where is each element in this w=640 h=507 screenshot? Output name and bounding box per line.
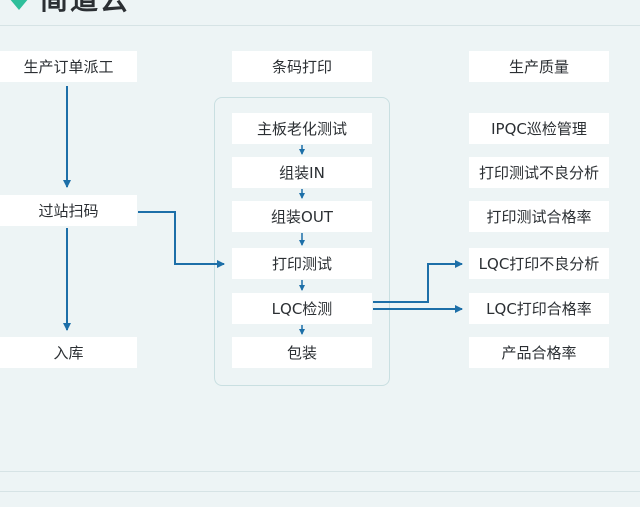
header-divider [0,25,640,26]
node-lqc-print-defect-analysis: LQC打印不良分析 [469,248,609,279]
node-assembly-out: 组装OUT [232,201,372,232]
node-station-scan: 过站扫码 [0,195,137,226]
node-lqc-inspection: LQC检测 [232,293,372,324]
node-print-test-defect-analysis: 打印测试不良分析 [469,157,609,188]
arrow-lqc-to-defect-analysis [373,260,463,303]
brand-name: 简道云 [40,0,130,14]
footer-divider-1 [0,471,640,472]
arrow-scan-to-print-test [138,211,225,268]
node-warehousing: 入库 [0,337,137,368]
node-barcode-print: 条码打印 [232,51,372,82]
node-assembly-in: 组装IN [232,157,372,188]
node-mainboard-aging-test: 主板老化测试 [232,113,372,144]
footer-divider-2 [0,491,640,492]
node-production-order-dispatch: 生产订单派工 [0,51,137,82]
node-ipqc-patrol: IPQC巡检管理 [469,113,609,144]
node-lqc-print-pass-rate: LQC打印合格率 [469,293,609,324]
node-packaging: 包装 [232,337,372,368]
node-print-test-pass-rate: 打印测试合格率 [469,201,609,232]
node-production-quality: 生产质量 [469,51,609,82]
brand-logo-icon [10,0,28,10]
barcode-print-group-frame [214,97,390,386]
node-product-pass-rate: 产品合格率 [469,337,609,368]
node-print-test: 打印测试 [232,248,372,279]
